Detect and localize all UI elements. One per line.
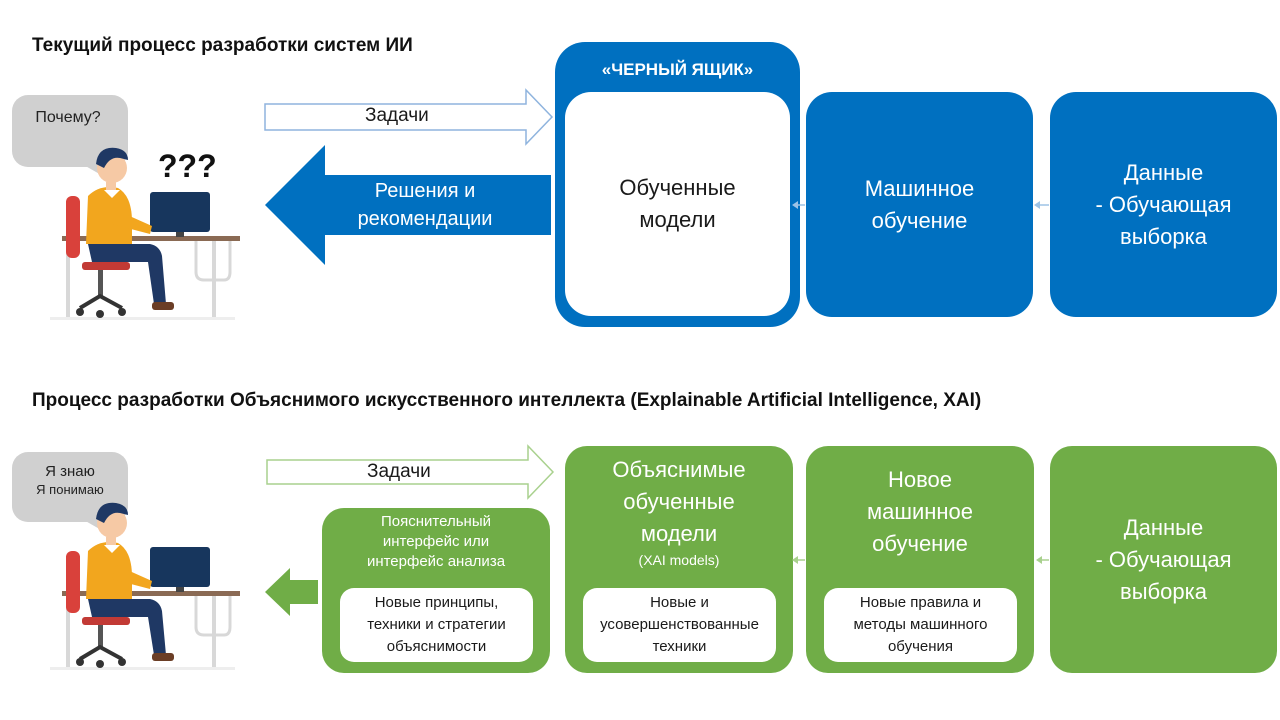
ml-line1: Машинное <box>864 175 975 201</box>
newml-line3: обучение <box>872 531 968 556</box>
interface-inner-box: Новые принципы, техники и стратегии объя… <box>340 588 533 662</box>
xai-line1: Объяснимые <box>612 457 746 482</box>
interface-inner-line1: Новые принципы, <box>374 594 499 611</box>
top-tasks-label: Задачи <box>365 105 429 126</box>
xai-sub: (XAI models) <box>638 552 720 568</box>
top-data-line2: - Обучающая <box>1095 191 1232 217</box>
bottom-bubble-line1: Я знаю <box>45 463 95 480</box>
bottom-data-line3: выборка <box>1120 578 1207 604</box>
top-data-box: Данные - Обучающая выборка <box>1050 92 1277 317</box>
xai-inner-line2: усовершенствованные <box>600 616 759 633</box>
newml-inner-line1: Новые правила и <box>859 594 982 611</box>
newml-inner-line3: обучения <box>887 638 954 655</box>
bottom-tasks-label: Задачи <box>367 461 431 482</box>
trained-models-line1: Обученные <box>619 175 736 200</box>
trained-models-line2: модели <box>639 207 716 232</box>
new-ml-box: Новое машинное обучение Новые правила и … <box>806 446 1034 673</box>
ml-line2: обучение <box>871 207 968 233</box>
question-marks: ??? <box>158 148 217 184</box>
interface-line3: интерфейс анализа <box>366 553 506 570</box>
explanation-interface-box: Пояснительный интерфейс или интерфейс ан… <box>322 508 550 673</box>
trained-models-box: Обученные модели <box>565 92 790 316</box>
bottom-data-box: Данные - Обучающая выборка <box>1050 446 1277 673</box>
interface-line1: Пояснительный <box>381 513 491 530</box>
top-section-title: Текущий процесс разработки систем ИИ <box>32 35 413 56</box>
newml-line2: машинное <box>866 499 974 524</box>
top-data-line1: Данные <box>1123 159 1204 185</box>
newml-inner-line2: методы машинного <box>853 616 988 633</box>
top-data-line3: выборка <box>1120 223 1207 249</box>
xai-inner-line1: Новые и <box>650 594 709 611</box>
xai-inner-line3: техники <box>652 638 707 655</box>
bottom-data-line1: Данные <box>1123 514 1204 540</box>
bottom-data-line2: - Обучающая <box>1095 546 1232 572</box>
top-solutions-line2: рекомендации <box>357 208 493 230</box>
xai-line3: модели <box>640 521 718 546</box>
top-bubble-text: Почему? <box>35 109 101 126</box>
xai-models-box: Объяснимые обученные модели (XAI models)… <box>565 446 793 673</box>
bottom-bubble-line2: Я понимаю <box>36 482 104 497</box>
xai-line2: обученные <box>623 489 735 514</box>
machine-learning-box: Машинное обучение <box>806 92 1033 317</box>
newml-line1: Новое <box>887 467 953 492</box>
top-solutions-label: Решения и рекомендации <box>330 175 520 235</box>
interface-inner-line2: техники и стратегии <box>367 616 506 633</box>
top-solutions-line1: Решения и <box>374 180 476 202</box>
newml-inner-box: Новые правила и методы машинного обучени… <box>824 588 1017 662</box>
bottom-section-title: Процесс разработки Объяснимого искусстве… <box>32 390 982 411</box>
interface-line2: интерфейс или <box>382 533 490 550</box>
black-box-title: «ЧЕРНЫЙ ЯЩИК» <box>601 60 754 79</box>
interface-inner-line3: объяснимости <box>386 638 487 655</box>
xai-inner-box: Новые и усовершенствованные техники <box>583 588 776 662</box>
